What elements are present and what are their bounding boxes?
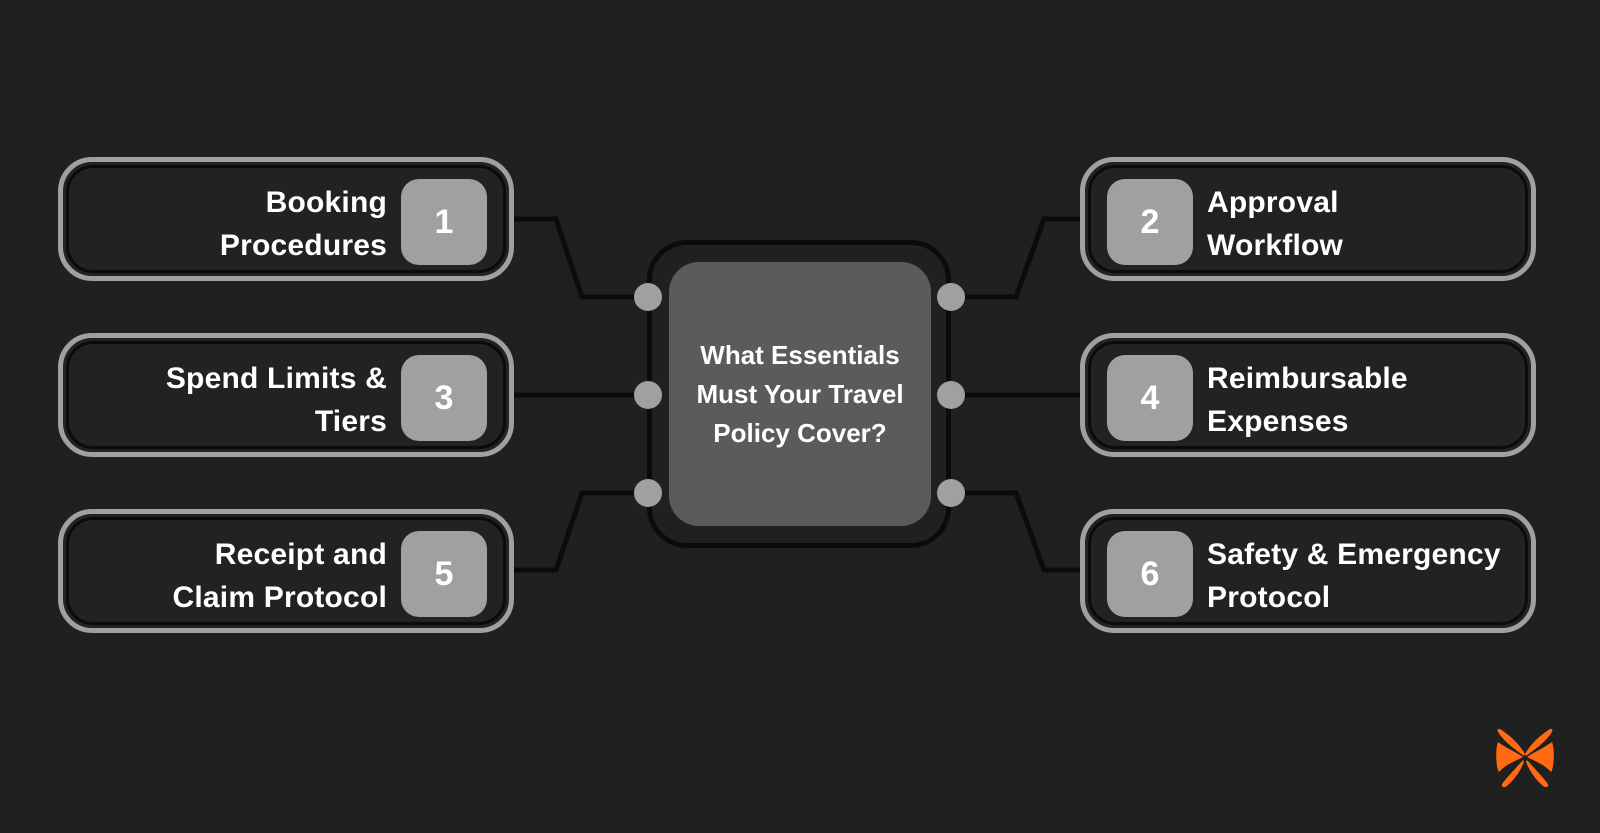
connector-dot-left-middle	[634, 381, 662, 409]
item-card-reimbursable-expenses: 4 Reimbursable Expenses	[1080, 333, 1536, 457]
item-card-safety-emergency-protocol: 6 Safety & Emergency Protocol	[1080, 509, 1536, 633]
item-label: Receipt and Claim Protocol	[172, 538, 387, 614]
connector-dot-right-bottom	[937, 479, 965, 507]
connector-line-1	[514, 216, 647, 300]
item-number-badge: 1	[401, 179, 487, 265]
item-number-badge: 6	[1107, 531, 1193, 617]
item-label: Approval Workflow	[1207, 186, 1344, 262]
item-number-badge: 5	[401, 531, 487, 617]
item-number-badge: 2	[1107, 179, 1193, 265]
connector-line-5	[514, 490, 647, 573]
central-hub-title: What Essentials Must Your Travel Policy …	[696, 339, 904, 448]
connector-dot-right-middle	[937, 381, 965, 409]
item-card-spend-limits: Spend Limits & Tiers 3	[58, 333, 514, 457]
connector-dot-right-top	[937, 283, 965, 311]
item-number-badge: 3	[401, 355, 487, 441]
item-card-booking-procedures: Booking Procedures 1	[58, 157, 514, 281]
item-label: Reimbursable Expenses	[1207, 362, 1408, 438]
connector-line-2	[951, 216, 1080, 300]
butterfly-logo-icon	[1496, 728, 1554, 788]
item-label: Safety & Emergency Protocol	[1207, 538, 1501, 614]
item-number-badge: 4	[1107, 355, 1193, 441]
central-hub: What Essentials Must Your Travel Policy …	[669, 262, 931, 526]
connector-dot-left-top	[634, 283, 662, 311]
item-label: Booking Procedures	[219, 186, 387, 262]
connector-dot-left-bottom	[634, 479, 662, 507]
item-card-receipt-claim-protocol: Receipt and Claim Protocol 5	[58, 509, 514, 633]
item-label: Spend Limits & Tiers	[165, 362, 387, 438]
connector-line-6	[951, 490, 1080, 573]
item-card-approval-workflow: 2 Approval Workflow	[1080, 157, 1536, 281]
